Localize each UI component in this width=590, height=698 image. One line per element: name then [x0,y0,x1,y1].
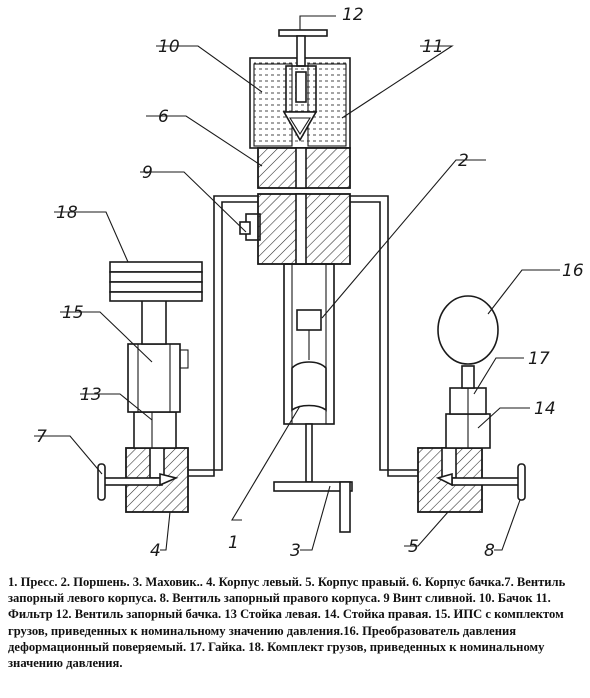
left-housing-4 [97,447,189,513]
left-stand-13 [133,411,177,449]
figure-caption: 1. Пресс. 2. Поршень. 3. Маховик.. 4. Ко… [8,575,566,671]
label-17: 17 [528,349,550,369]
label-18: 18 [56,203,78,223]
tank-valve-12 [278,29,328,113]
filter-11 [282,111,318,142]
label-3: 3 [290,541,301,560]
label-7: 7 [36,427,47,447]
press-cylinder-1 [283,263,335,483]
label-12: 12 [342,5,364,25]
label-2: 2 [458,151,469,171]
right-stand-14 [445,413,491,449]
weight-set-18 [109,261,203,302]
leader-lines [34,15,560,551]
label-15: 15 [62,303,84,323]
label-11: 11 [422,37,444,57]
label-13: 13 [80,385,102,405]
label-4: 4 [150,541,161,560]
press-schematic-diagram: 12 10 11 6 9 2 18 16 15 17 13 14 7 1 4 3… [34,5,584,560]
press-block-9 [239,193,351,265]
pressure-transducer-16 [437,295,499,365]
label-8: 8 [484,541,495,560]
label-9: 9 [142,163,153,183]
piston-gauge-15 [127,295,189,413]
handwheel-3 [273,481,353,533]
label-6: 6 [158,107,169,127]
pipelines [188,195,418,477]
label-1: 1 [228,533,239,553]
right-housing-5 [417,447,526,513]
nut-17 [449,365,487,415]
number-labels: 12 10 11 6 9 2 18 16 15 17 13 14 7 1 4 3… [36,5,584,560]
label-16: 16 [562,261,584,281]
label-14: 14 [534,399,556,419]
tank-body-6 [257,147,351,189]
label-10: 10 [158,37,180,57]
label-5: 5 [408,537,419,557]
